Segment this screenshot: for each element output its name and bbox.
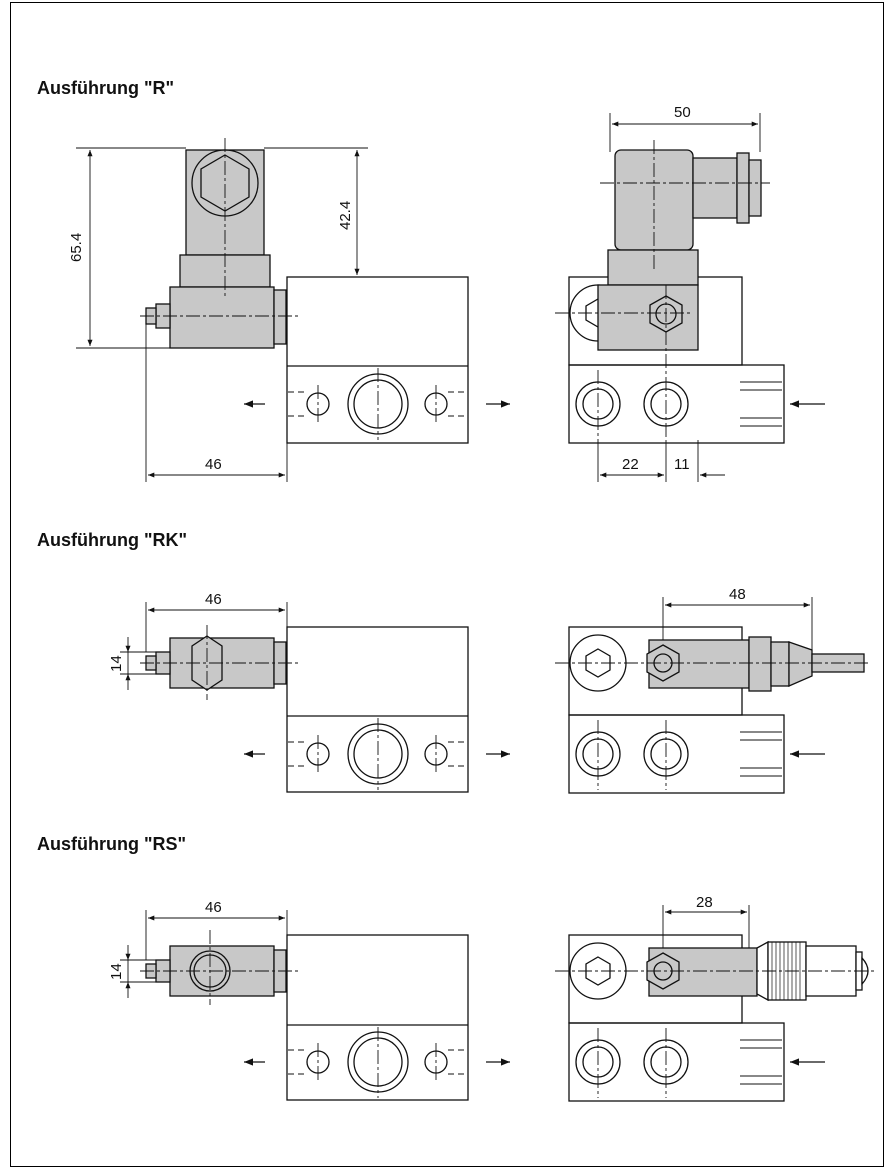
drawing-frame	[10, 2, 884, 1167]
dim-rk-height-left: 14	[108, 655, 125, 672]
rk-left-view	[120, 602, 510, 793]
dim-r-height-upper: 42.4	[337, 201, 354, 230]
r-right-coil	[597, 284, 699, 351]
rk-right-view	[555, 597, 870, 794]
heading-ausfuehrung-rs: Ausführung "RS"	[37, 834, 187, 854]
rk-cable-gland	[748, 636, 772, 692]
rs-right-view	[555, 905, 876, 1102]
dim-rs-width-right: 28	[696, 894, 713, 911]
r-left-view	[76, 138, 510, 482]
dim-r-offset-b: 11	[674, 456, 690, 473]
rk-left-valve-body	[286, 626, 469, 793]
r-left-coil	[169, 286, 275, 349]
dim-rs-height-left: 14	[108, 963, 125, 980]
rs-left-view	[120, 910, 510, 1101]
heading-ausfuehrung-rk: Ausführung "RK"	[37, 530, 188, 550]
dim-r-width-left: 46	[205, 456, 222, 473]
dim-r-offset-a: 22	[622, 456, 639, 473]
rs-left-valve-body	[286, 934, 469, 1101]
dim-rk-width-right: 48	[729, 586, 746, 603]
dim-r-width-top: 50	[674, 104, 691, 121]
r-right-view	[555, 113, 825, 482]
heading-ausfuehrung-r: Ausführung "R"	[37, 78, 175, 98]
dim-r-height-total: 65.4	[68, 233, 85, 262]
dim-rs-width-left: 46	[205, 899, 222, 916]
r-left-valve-body	[286, 276, 469, 444]
dim-rk-width-left: 46	[205, 591, 222, 608]
